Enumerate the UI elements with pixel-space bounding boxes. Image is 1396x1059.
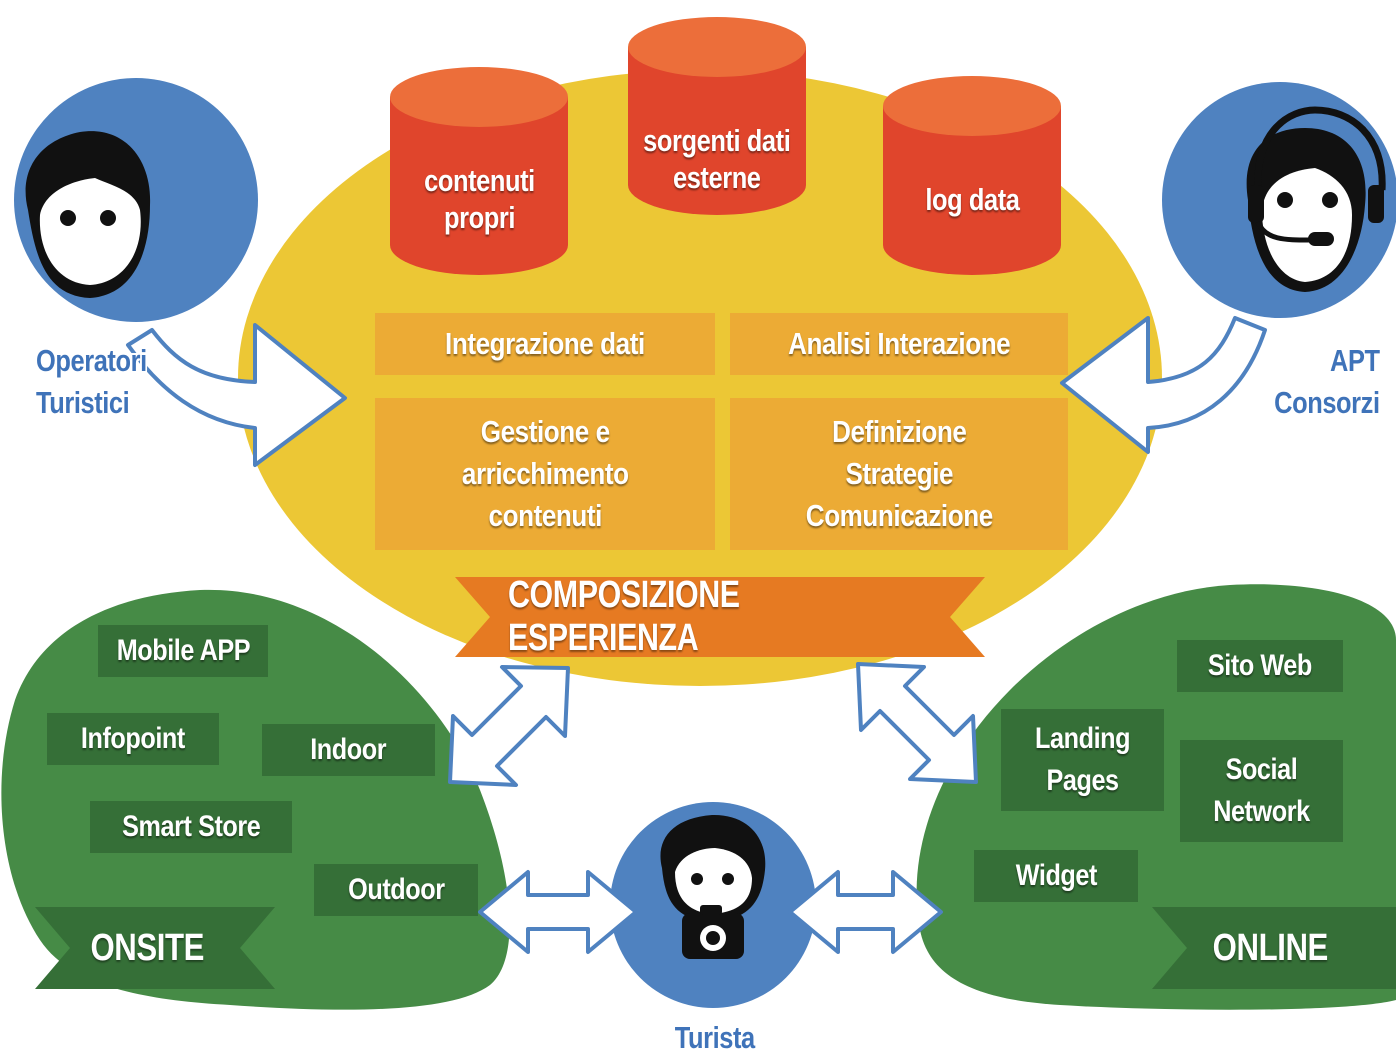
online-item-sito-web: Sito Web xyxy=(1177,640,1343,692)
integrazione-dati-box: Integrazione dati xyxy=(375,313,715,375)
definizione-strategie-label: Definizione Strategie Comunicazione xyxy=(805,414,993,533)
social-network-label: Social Network xyxy=(1213,753,1310,828)
smart-store-label: Smart Store xyxy=(121,810,261,843)
composizione-esperienza-text: COMPOSIZIONE ESPERIENZA xyxy=(508,574,740,659)
online-platform-double-arrow xyxy=(856,662,978,784)
contenuti-propri-text: contenuti propri xyxy=(423,163,535,235)
onsite-banner-text: ONSITE xyxy=(90,926,205,969)
onsite-platform-double-arrow xyxy=(448,665,570,787)
turista-text: Turista xyxy=(674,1019,756,1055)
apt-consorzi-text: APT Consorzi xyxy=(1274,342,1381,420)
onsite-turista-double-arrow xyxy=(478,870,638,954)
infopoint-label: Infopoint xyxy=(81,722,185,755)
gestione-contenuti-label: Gestione e arricchimento contenuti xyxy=(461,414,629,533)
operatori-person-icon xyxy=(25,131,151,298)
landing-pages-label: Landing Pages xyxy=(1034,722,1131,797)
outdoor-label: Outdoor xyxy=(347,873,445,906)
online-item-widget: Widget xyxy=(974,850,1138,902)
operatori-turistici-label: Operatori Turistici xyxy=(36,298,171,424)
widget-label: Widget xyxy=(1015,859,1097,892)
definizione-strategie-box: Definizione Strategie Comunicazione xyxy=(730,398,1068,550)
turista-online-double-arrow xyxy=(788,870,943,954)
operatori-to-platform-arrow xyxy=(126,323,347,467)
online-item-social-network: Social Network xyxy=(1180,740,1343,842)
online-banner-shape xyxy=(1152,907,1396,989)
operatori-turistici-text: Operatori Turistici xyxy=(36,342,147,420)
database-log-data xyxy=(883,76,1061,275)
turista-camera-person-icon xyxy=(660,814,766,959)
log-data-db-label: log data xyxy=(883,175,1061,225)
sorgenti-dati-text: sorgenti dati esterne xyxy=(643,123,791,195)
analisi-interazione-box: Analisi Interazione xyxy=(730,313,1068,375)
online-banner-label: ONLINE xyxy=(1180,907,1360,989)
database-sorgenti-dati xyxy=(628,17,806,215)
turista-label: Turista xyxy=(640,975,790,1059)
log-data-text: log data xyxy=(924,181,1020,217)
contenuti-propri-db-label: contenuti propri xyxy=(390,150,568,250)
apt-headset-person-icon xyxy=(1246,106,1386,292)
online-item-landing-pages: Landing Pages xyxy=(1001,709,1164,811)
onsite-item-outdoor: Outdoor xyxy=(314,864,478,916)
onsite-item-indoor: Indoor xyxy=(262,724,435,776)
sito-web-label: Sito Web xyxy=(1208,649,1312,682)
analisi-interazione-label: Analisi Interazione xyxy=(787,326,1011,362)
apt-consorzi-label: APT Consorzi xyxy=(1230,298,1381,424)
database-contenuti-propri xyxy=(390,67,568,275)
gestione-contenuti-box: Gestione e arricchimento contenuti xyxy=(375,398,715,550)
integrazione-dati-label: Integrazione dati xyxy=(445,326,645,362)
onsite-item-smart-store: Smart Store xyxy=(90,801,292,853)
diagram: contenuti propri sorgenti dati esterne l… xyxy=(1,17,1396,1055)
onsite-banner-shape xyxy=(35,907,275,989)
onsite-banner-label: ONSITE xyxy=(55,907,240,989)
composizione-banner-shape xyxy=(455,577,985,657)
onsite-item-infopoint: Infopoint xyxy=(47,713,219,765)
onsite-item-mobile-app: Mobile APP xyxy=(98,625,268,677)
online-banner-text: ONLINE xyxy=(1212,926,1328,969)
indoor-label: Indoor xyxy=(310,733,387,766)
composizione-esperienza-label: COMPOSIZIONE ESPERIENZA xyxy=(455,574,985,659)
mobile-app-label: Mobile APP xyxy=(116,634,250,667)
sorgenti-dati-db-label: sorgenti dati esterne xyxy=(620,110,814,210)
apt-to-platform-arrow xyxy=(1060,316,1267,454)
